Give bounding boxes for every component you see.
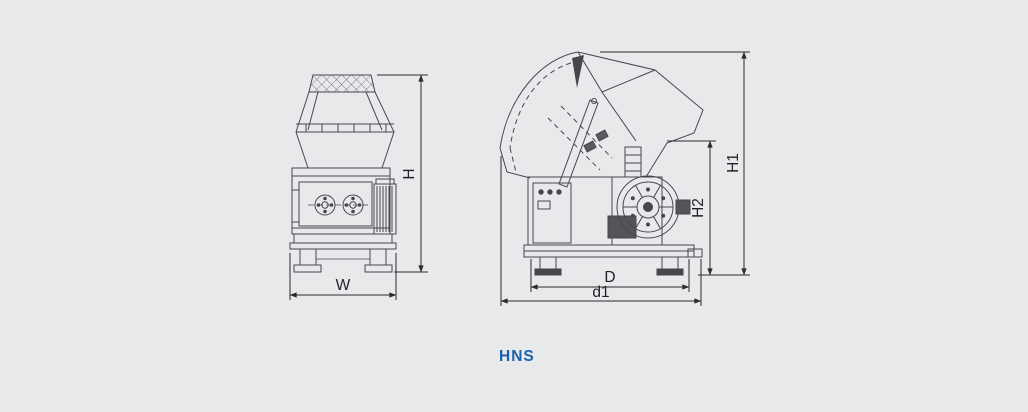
- motor-block: [607, 215, 637, 239]
- dimension-w: [289, 253, 397, 300]
- tilt-cylinder: [558, 98, 599, 188]
- front-view: [289, 74, 397, 273]
- dimensions: [289, 51, 750, 306]
- depth-label: D: [604, 269, 615, 286]
- upper-height-label: H2: [690, 198, 707, 218]
- shaft-block: [675, 199, 691, 215]
- legs-side: [534, 256, 684, 276]
- base-front: [289, 233, 397, 250]
- height-label: H: [401, 168, 418, 179]
- hopper-side: [499, 51, 704, 179]
- hopper-hidden-lines: [509, 62, 613, 173]
- hopper-edge-plate: [572, 55, 584, 88]
- hopper-latches: [583, 129, 609, 153]
- dimension-h: [377, 74, 428, 273]
- dimension-d: [530, 259, 690, 292]
- overall-height-label: H1: [725, 153, 742, 173]
- dimension-d1: [500, 156, 702, 306]
- side-view: [499, 51, 704, 276]
- bearing-left: [314, 194, 336, 216]
- bearing-right: [342, 194, 364, 216]
- flywheel: [616, 175, 691, 239]
- machine-body-front: [291, 167, 391, 235]
- dimension-h1: [600, 51, 750, 276]
- machine-frame-side: [527, 176, 663, 246]
- base-frame-side: [523, 244, 703, 258]
- dimension-labels: W H D d1 H1 H2: [336, 153, 742, 301]
- motor-grille: [373, 178, 397, 235]
- dimension-h2: [667, 140, 716, 276]
- width-label: W: [336, 277, 351, 294]
- legs-front: [293, 248, 393, 273]
- hopper-front: [295, 91, 395, 169]
- control-cabinet: [532, 182, 572, 244]
- hopper-grate: [308, 74, 376, 93]
- overall-depth-label: d1: [592, 284, 609, 301]
- feed-throat: [624, 146, 642, 178]
- model-label: HNS: [499, 348, 535, 365]
